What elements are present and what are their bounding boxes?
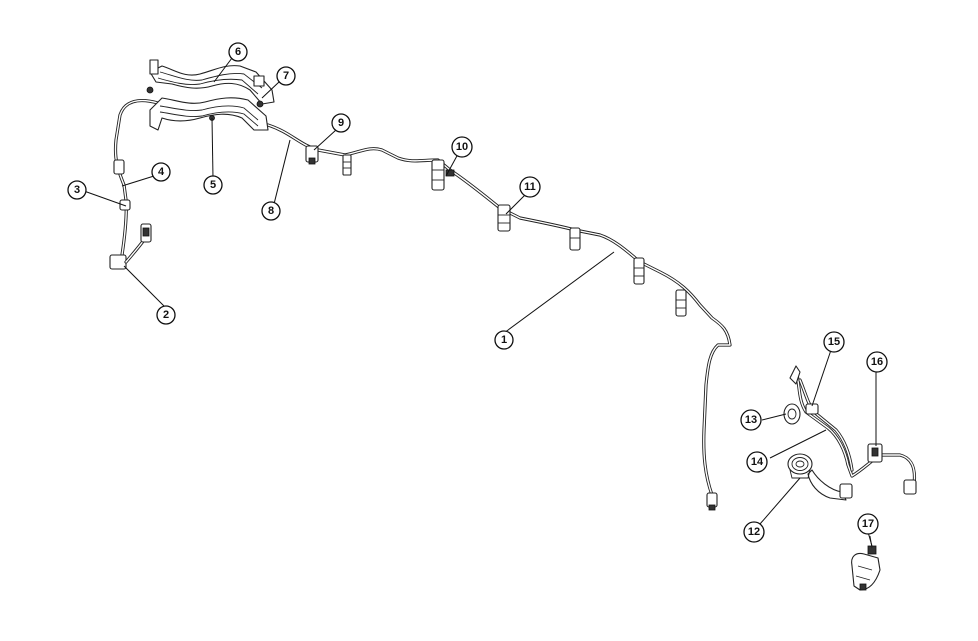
leader-lines	[83, 57, 877, 547]
clip-mid-a	[342, 154, 352, 176]
callout-label: 8	[268, 205, 274, 217]
clip-10	[431, 159, 455, 191]
callout-label: 11	[524, 181, 536, 193]
callout-label: 16	[871, 356, 883, 368]
callout-3: 3	[67, 180, 87, 200]
callout-label: 13	[745, 414, 757, 426]
callout-14: 14	[746, 451, 768, 473]
callout-10: 10	[451, 136, 473, 158]
callout-1: 1	[494, 330, 514, 350]
callout-label: 12	[748, 526, 760, 538]
callout-label: 17	[862, 518, 874, 530]
clip-11	[497, 204, 511, 232]
callout-15: 15	[823, 331, 845, 353]
callout-9: 9	[331, 113, 351, 133]
clip-9	[305, 145, 319, 165]
clip-mid-d	[675, 289, 687, 317]
callout-label: 9	[338, 117, 344, 129]
callout-16: 16	[866, 351, 888, 373]
left-pipe	[109, 99, 160, 270]
right-assembly	[789, 365, 917, 501]
callout-label: 7	[283, 70, 289, 82]
callout-8: 8	[261, 201, 281, 221]
bracket-17	[851, 535, 881, 591]
callout-5: 5	[203, 175, 223, 195]
callout-label: 10	[456, 141, 468, 153]
callout-label: 15	[828, 336, 840, 348]
callout-label: 6	[235, 46, 241, 58]
callout-7: 7	[276, 66, 296, 86]
callout-6: 6	[228, 42, 248, 62]
heat-shield-lower	[149, 97, 269, 131]
main-pipe	[266, 123, 732, 511]
callout-4: 4	[151, 162, 171, 182]
callout-label: 1	[501, 334, 507, 346]
clip-mid-c	[633, 257, 645, 285]
heat-shield-upper	[146, 59, 275, 108]
callout-2: 2	[156, 305, 176, 325]
callout-label: 3	[74, 184, 80, 196]
filler-cap-12	[787, 453, 813, 479]
callout-label: 4	[158, 166, 165, 178]
callout-label: 2	[163, 309, 169, 321]
callout-label: 5	[210, 179, 216, 191]
callout-label: 14	[751, 456, 764, 468]
callout-17: 17	[857, 513, 879, 535]
callout-12: 12	[743, 521, 765, 543]
callout-11: 11	[519, 176, 541, 198]
callout-13: 13	[740, 409, 762, 431]
pipe-clips	[305, 145, 687, 317]
clip-mid-b	[569, 227, 581, 251]
clamp-13	[783, 403, 801, 425]
